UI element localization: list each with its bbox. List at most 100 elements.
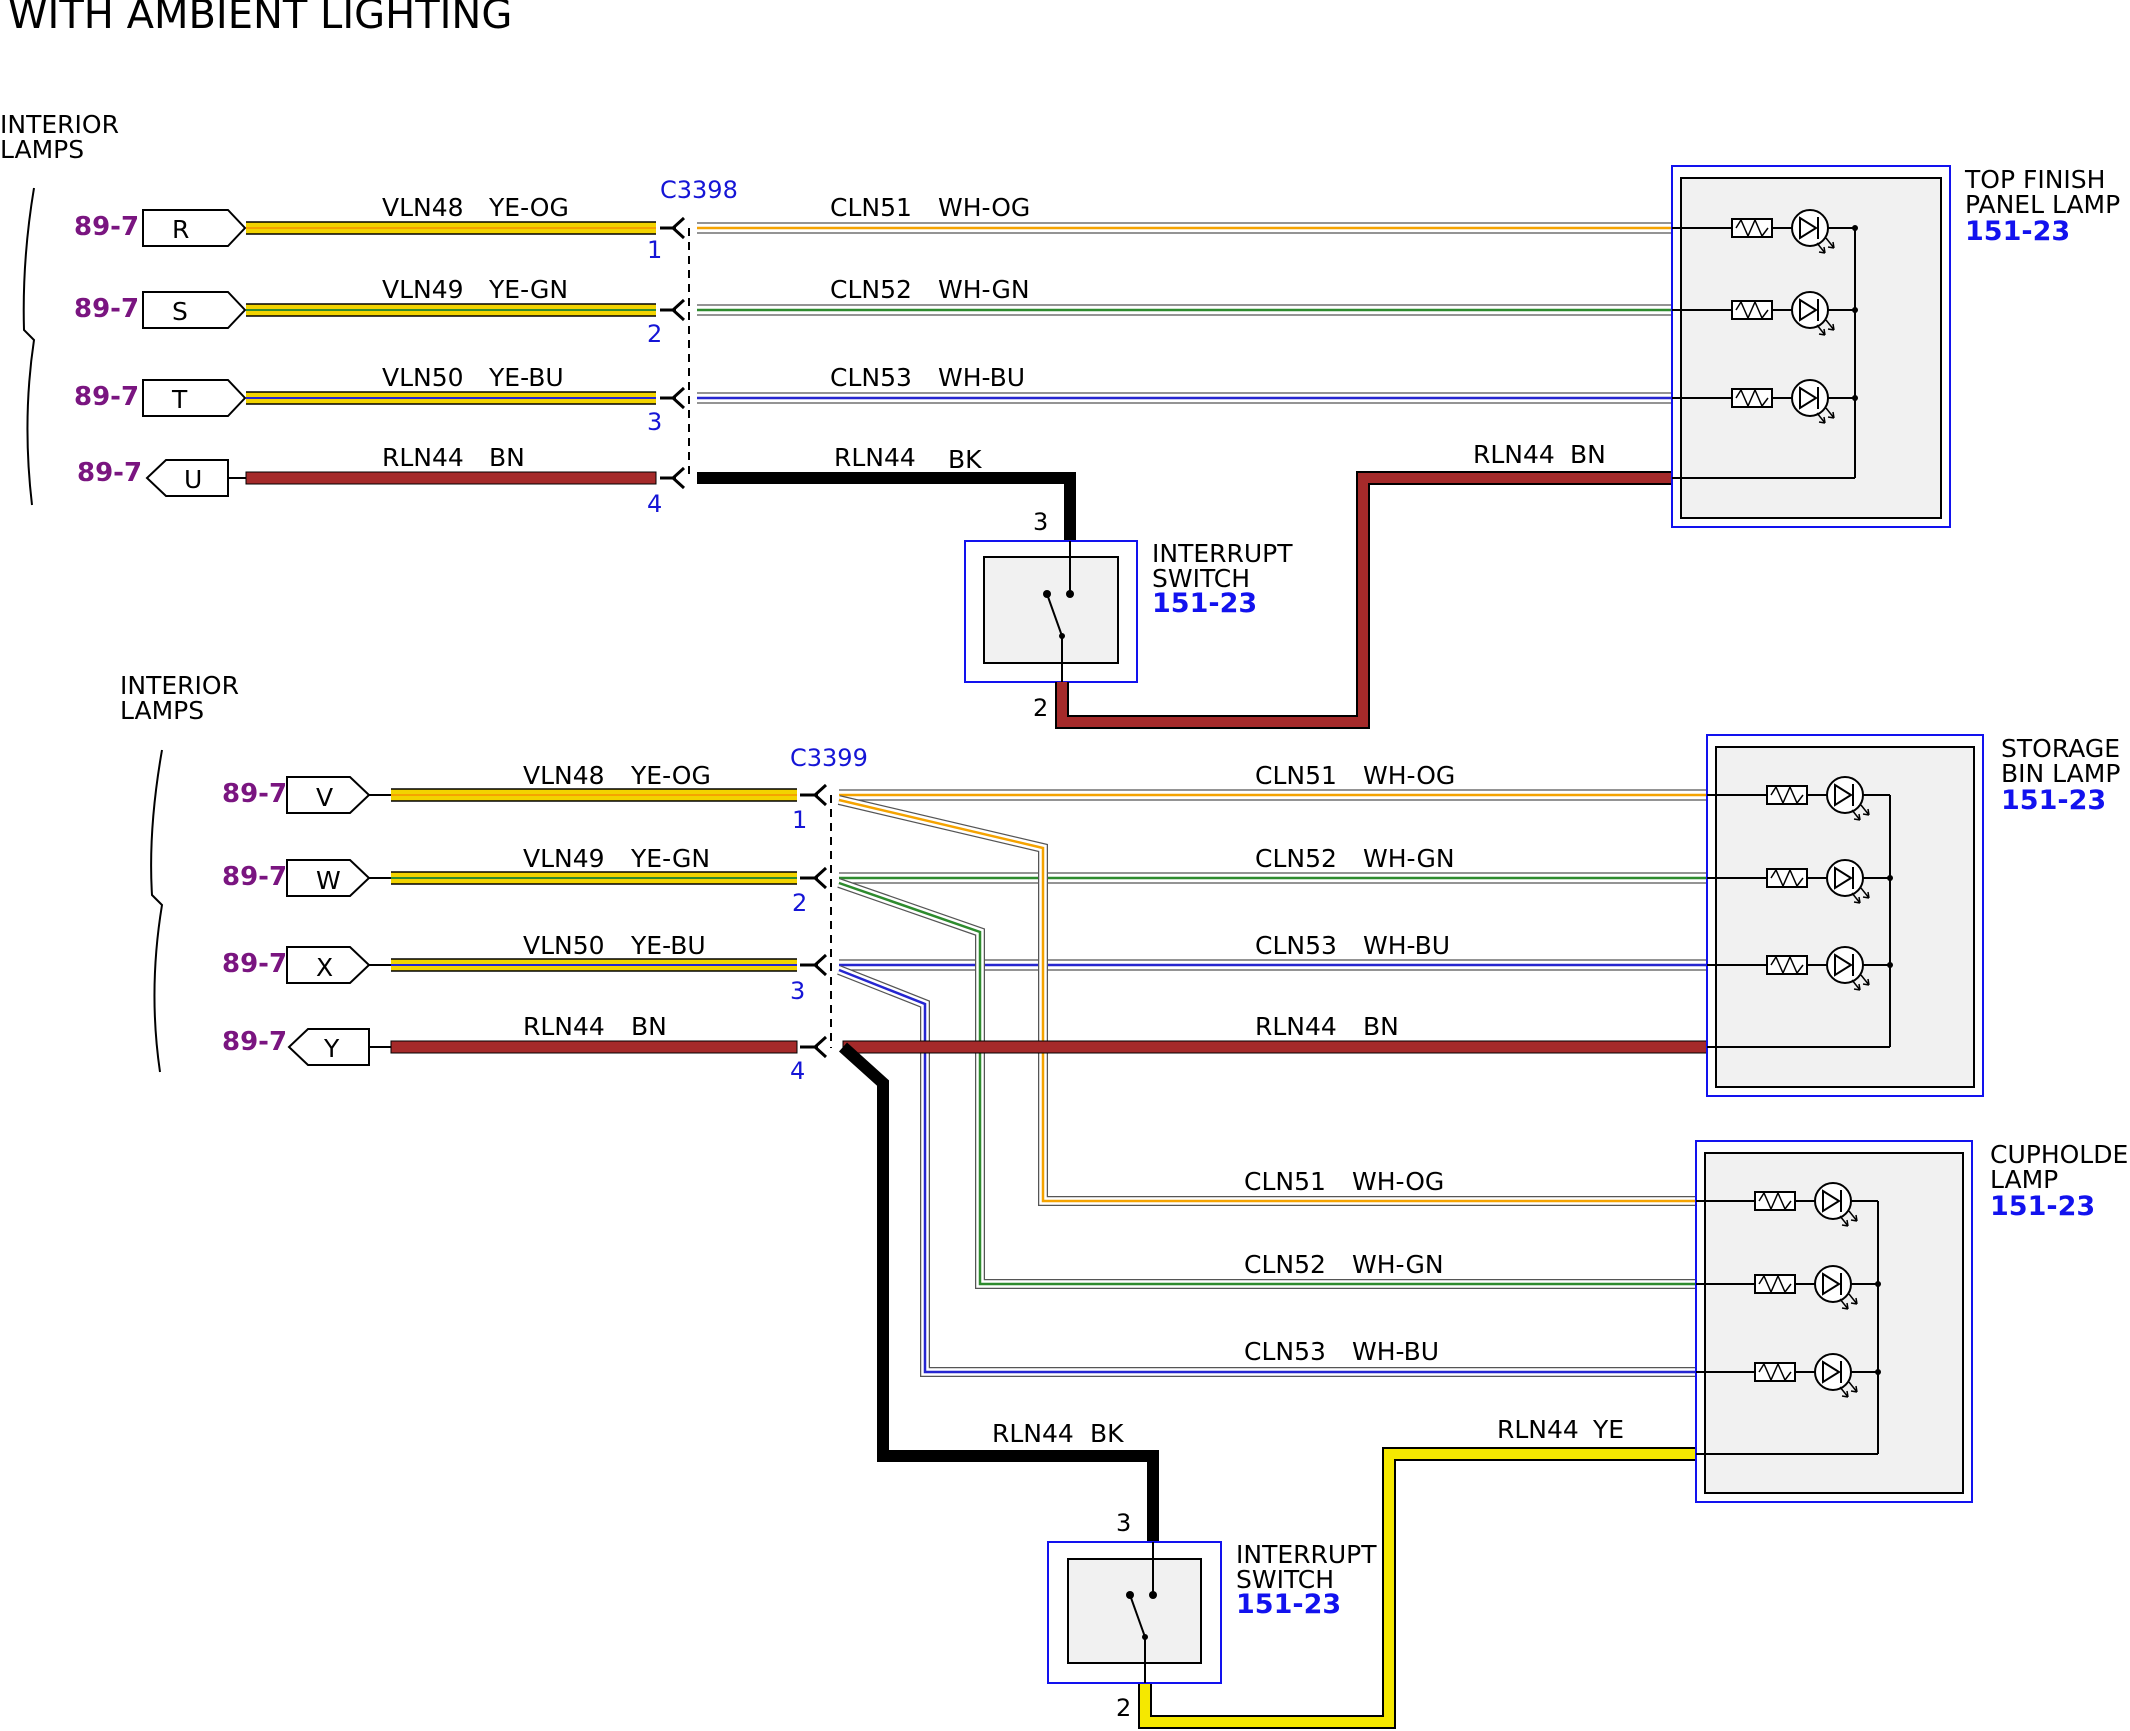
lamp-led-channel: [1672, 291, 1858, 336]
top-row2-ref: 89-7: [74, 294, 139, 324]
top-row1-right-circuit: CLN51: [830, 193, 912, 222]
bottom-row1-pin: 1: [792, 806, 807, 834]
bottom-row1-ref: 89-7: [222, 779, 287, 809]
top-terminal-u: [145, 459, 229, 497]
bottom-row4-right-circuit: RLN44: [1255, 1012, 1337, 1041]
bottom-wire-rln44-bn-left: [390, 1040, 798, 1054]
top-row2-left-color: YE-GN: [488, 275, 568, 304]
cupholder-lamp: CUPHOLDER LAMP 151-23: [1695, 1140, 2130, 1503]
top-row2-right-color: WH-GN: [938, 275, 1030, 304]
bottom-row2-left-circuit: VLN49: [523, 844, 605, 873]
top-row3-pin: 3: [647, 408, 662, 436]
switch-blade: [1046, 593, 1063, 637]
top-switch-name-2: SWITCH: [1152, 564, 1250, 593]
bottom-switch-return-color: YE: [1592, 1415, 1624, 1444]
bottom-terminal-v: [286, 776, 371, 814]
top-wire-rln44-bk: [697, 472, 1076, 540]
top-row1-terminal: R: [172, 215, 189, 244]
bottom-switch-pin-in: 3: [1116, 1509, 1131, 1537]
lamp-led-channel: [1696, 1182, 1878, 1227]
top-row4-left-circuit: RLN44: [382, 443, 464, 472]
bottom-row1-right-circuit: CLN51: [1255, 761, 1337, 790]
top-finish-panel-lamp: TOP FINISH PANEL LAMP 151-23: [1671, 165, 2120, 528]
top-source-label-2: LAMPS: [0, 135, 84, 164]
cup-wire2-circuit: CLN52: [1244, 1250, 1326, 1279]
switch-contact: [1149, 1591, 1157, 1599]
cup-wire1-circuit: CLN51: [1244, 1167, 1326, 1196]
lamp-led-channel: [1707, 946, 1893, 991]
top-row2-pin: 2: [647, 320, 662, 348]
switch-blade: [1129, 1594, 1146, 1638]
top-wire-cln52: [697, 304, 1672, 316]
bottom-row4-left-color: BN: [631, 1012, 667, 1041]
bottom-terminal-x: [286, 946, 371, 984]
bottom-wire-cln51-storage: [839, 789, 1707, 801]
bottom-wire-row-2: 89-7 W VLN49 YE-GN 2 CLN52 WH-GN: [222, 844, 1455, 917]
bottom-wire-vln50: [391, 958, 797, 972]
cupholder-lamp-name-1: CUPHOLDER: [1990, 1140, 2130, 1169]
bottom-terminal-w: [286, 859, 371, 897]
top-connector-label: C3398: [660, 176, 738, 204]
bottom-switch-return-circuit: RLN44: [1497, 1415, 1579, 1444]
bottom-row1-left-circuit: VLN48: [523, 761, 605, 790]
top-source-label-1: INTERIOR: [0, 110, 119, 139]
diagram-title: WITH AMBIENT LIGHTING: [8, 0, 512, 38]
bottom-return-wire: [1140, 1449, 1696, 1727]
bottom-wire-vln48: [391, 788, 797, 802]
top-return-wire: [1057, 473, 1672, 727]
cup-wire3-circuit: CLN53: [1244, 1337, 1326, 1366]
bottom-wire-rln44-bk: [838, 1042, 1159, 1541]
top-switch-name-1: INTERRUPT: [1152, 539, 1293, 568]
bottom-row4-ref: 89-7: [222, 1027, 287, 1057]
cupholder-lamp-ref: 151-23: [1990, 1191, 2095, 1222]
bottom-wire-rln44-bn-right: [842, 1040, 1708, 1054]
top-switch-pin-in: 3: [1033, 508, 1048, 536]
bottom-switch-pin-out: 2: [1116, 1694, 1131, 1722]
top-interrupt-switch: 3 2 INTERRUPT SWITCH 151-23: [964, 508, 1293, 722]
bottom-row4-left-circuit: RLN44: [523, 1012, 605, 1041]
storage-lamp-name-2: BIN LAMP: [2001, 759, 2120, 788]
top-row4-right-circuit: RLN44: [834, 443, 916, 472]
bottom-row4-pin: 4: [790, 1057, 805, 1085]
bottom-row3-left-circuit: VLN50: [523, 931, 605, 960]
bottom-row1-terminal: V: [316, 783, 333, 812]
lamp-led-channel: [1672, 209, 1858, 254]
storage-bin-lamp: STORAGE BIN LAMP 151-23: [1706, 734, 2120, 1097]
bottom-row2-pin: 2: [792, 889, 807, 917]
lamp-led-channel: [1672, 379, 1858, 424]
bottom-switch-ref: 151-23: [1236, 1589, 1341, 1620]
top-row1-left-color: YE-OG: [488, 193, 569, 222]
lamp-led-channel: [1696, 1265, 1881, 1310]
top-row3-terminal: T: [171, 385, 188, 414]
top-wire-row-3: 89-7 T VLN50 YE-BU 3 CLN53 WH-BU: [74, 363, 1672, 436]
top-row4-right-color: BK: [948, 445, 982, 474]
top-row3-left-circuit: VLN50: [382, 363, 464, 392]
lamp-led-channel: [1696, 1353, 1881, 1398]
top-lamp-name-2: PANEL LAMP: [1965, 190, 2120, 219]
bottom-source-brace: [150, 749, 164, 1073]
lamp-led-channel: [1707, 776, 1890, 821]
bottom-row1-left-color: YE-OG: [630, 761, 711, 790]
bottom-switch-name-2: SWITCH: [1236, 1565, 1334, 1594]
bottom-wire-cln52-cupholder: [837, 878, 1696, 1289]
bottom-section: INTERIOR LAMPS C3399: [120, 671, 2130, 1729]
bottom-switch-name-1: INTERRUPT: [1236, 1540, 1377, 1569]
lamp-led-channel: [1707, 859, 1893, 904]
bottom-source-label-2: LAMPS: [120, 696, 204, 725]
top-row2-right-circuit: CLN52: [830, 275, 912, 304]
cup-wire1-color: WH-OG: [1352, 1167, 1444, 1196]
switch-body: [983, 556, 1119, 664]
cupholder-lamp-name-2: LAMP: [1990, 1165, 2058, 1194]
top-lamp-name-1: TOP FINISH: [1964, 165, 2105, 194]
top-row3-right-circuit: CLN53: [830, 363, 912, 392]
bottom-row2-terminal: W: [316, 866, 341, 895]
top-row3-ref: 89-7: [74, 382, 139, 412]
top-section: INTERIOR LAMPS C3398 89-7 R VLN48 YE-OG …: [0, 110, 2120, 729]
bottom-switch-feed-circuit: RLN44: [992, 1419, 1074, 1448]
top-row1-pin: 1: [647, 236, 662, 264]
top-row4-terminal: U: [184, 465, 202, 494]
bottom-wire-row-3: 89-7 X VLN50 YE-BU 3 CLN53 WH-BU: [222, 931, 1450, 1005]
bottom-row3-ref: 89-7: [222, 949, 287, 979]
bottom-wire-row-1: 89-7 V VLN48 YE-OG 1 CLN51 WH-OG: [222, 761, 1455, 834]
